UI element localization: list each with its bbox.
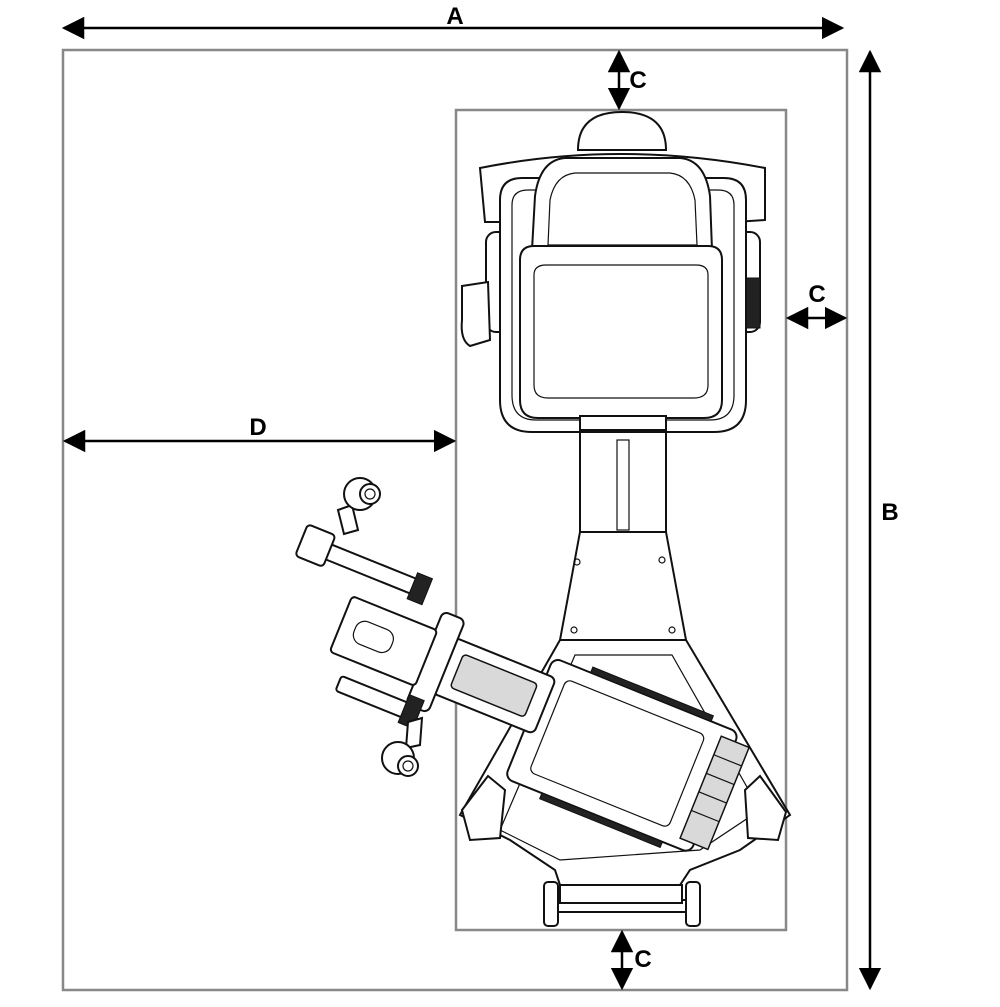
dimension-c-top: C (607, 49, 647, 111)
left-armrest-pad (460, 280, 492, 348)
column-taper (558, 531, 688, 641)
seat-cushion (519, 245, 723, 419)
dimension-c-top-label: C (629, 67, 646, 94)
panel-rib-1 (713, 754, 742, 767)
chair-assembly (460, 110, 766, 433)
head-front-panel (679, 735, 751, 851)
dimension-d-label: D (249, 414, 266, 441)
head-body-inner (530, 680, 705, 827)
seat-cushion-inner (533, 264, 709, 399)
upper-eyepiece (336, 477, 381, 536)
column-scale (616, 439, 630, 531)
upper-link-end (295, 524, 336, 567)
right-wheel (685, 881, 701, 927)
dimension-b-label: B (881, 499, 898, 526)
dimension-c-bottom-label: C (634, 946, 651, 973)
seat-connector (579, 415, 667, 431)
panel-rib-4 (691, 809, 720, 823)
dimension-c-right-label: C (808, 281, 825, 308)
wheel-mount (559, 884, 683, 904)
arm-bracket-inner (450, 654, 538, 717)
dimension-d: D (62, 414, 457, 453)
arm-body-slot (352, 620, 394, 654)
backrest-cushion (530, 157, 714, 251)
headrest (576, 110, 668, 151)
column-shaft (579, 431, 667, 533)
panel-rib-2 (706, 772, 735, 786)
bolt-3 (570, 626, 578, 634)
bolt-1 (573, 558, 581, 566)
outer-clearance-boundary (61, 48, 849, 992)
lower-eyepiece-stem (404, 716, 424, 750)
lower-eyepiece (381, 716, 424, 777)
dimension-c-bottom: C (610, 929, 652, 991)
dimension-a-label: A (446, 3, 463, 30)
upper-eyepiece-stem (336, 503, 360, 536)
dimension-c-right: C (785, 281, 848, 330)
right-foot (743, 774, 788, 842)
dimension-b: B (858, 49, 899, 991)
left-wheel (543, 881, 559, 927)
microscope-arm (295, 524, 556, 734)
arm-body (329, 596, 438, 686)
panel-rib-3 (698, 791, 727, 804)
left-foot (460, 774, 507, 842)
upper-link-joint (406, 572, 434, 606)
head-top-rail (589, 666, 715, 722)
seat-frame-inner (511, 189, 735, 421)
lower-eyepiece-lens-inner (402, 760, 414, 772)
backrest-inner (547, 172, 698, 246)
bolt-2 (658, 556, 666, 564)
bolt-4 (668, 626, 676, 634)
lower-link-joint (397, 693, 425, 730)
dimension-a: A (61, 3, 845, 40)
head-bottom-rail (538, 792, 664, 849)
upper-eyepiece-lens-inner (364, 488, 376, 500)
